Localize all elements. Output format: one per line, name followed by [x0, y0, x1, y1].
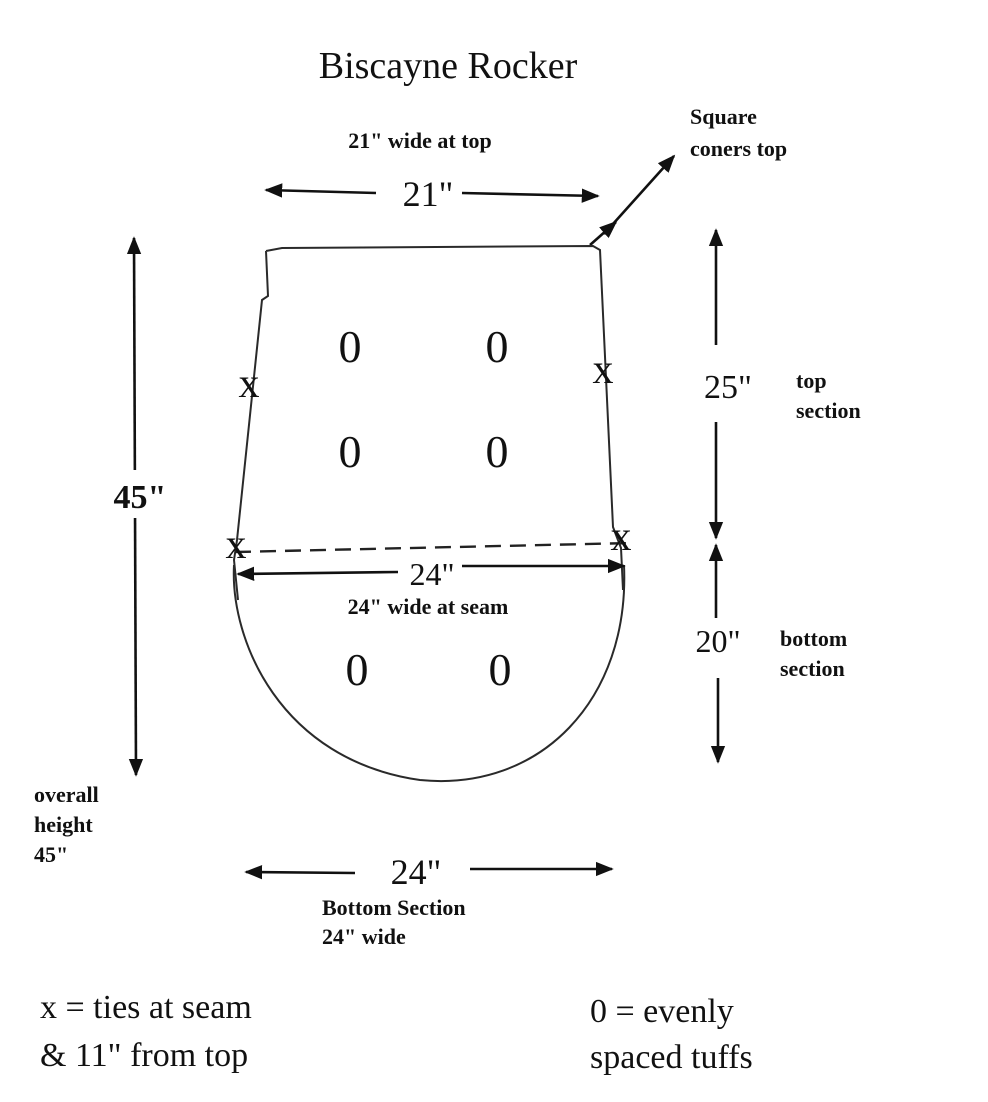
- legend-tufts-line1: 0 = evenly: [590, 993, 734, 1030]
- top-width-value: 21": [403, 174, 454, 214]
- top-section-value: 25": [704, 369, 752, 406]
- legend-tufts-line2: spaced tuffs: [590, 1039, 753, 1076]
- diagram-title: Biscayne Rocker: [319, 45, 578, 87]
- top-width-arrow-right: [461, 188, 600, 203]
- legend-ties-line2: & 11" from top: [40, 1037, 248, 1074]
- top-section-label-line2: section: [796, 398, 861, 423]
- legend-ties-line1: x = ties at seam: [40, 989, 252, 1026]
- top-section-label-line1: top: [796, 368, 827, 393]
- tuft-mark: 0: [346, 644, 369, 695]
- seam-width-caption: 24" wide at seam: [348, 594, 509, 619]
- bottom-width-caption-line2: 24" wide: [322, 924, 406, 949]
- tie-mark-right-seam: x: [611, 514, 632, 560]
- cushion-top-section-outline: [232, 244, 624, 601]
- seam-line: [234, 541, 633, 554]
- top-width-arrow-left: [264, 183, 377, 198]
- cushion-bottom-section-outline: [232, 564, 626, 783]
- seam-width-arrow-left: [236, 566, 399, 581]
- bottom-section-label-line2: section: [780, 656, 845, 681]
- top-width-caption: 21" wide at top: [348, 128, 492, 153]
- tie-mark-left-seam: x: [226, 522, 247, 568]
- bottom-width-caption-line1: Bottom Section: [322, 895, 466, 920]
- tie-mark-left-upper: x: [239, 361, 260, 407]
- corner-note-line2: coners top: [690, 136, 787, 161]
- seam-width-value: 24": [409, 556, 454, 592]
- overall-height-note-line3: 45": [34, 842, 68, 867]
- overall-height-value: 45": [114, 479, 167, 516]
- tuft-mark: 0: [489, 644, 512, 695]
- tuft-mark: 0: [486, 426, 509, 477]
- bottom-width-arrow-left: [244, 864, 356, 880]
- tuft-mark: 0: [339, 426, 362, 477]
- tuft-mark: 0: [486, 321, 509, 372]
- corner-note-line1: Square: [690, 104, 757, 129]
- tie-mark-right-upper: x: [593, 347, 614, 393]
- overall-height-value-bg: [100, 470, 180, 518]
- tuft-mark: 0: [339, 321, 362, 372]
- overall-height-note-line2: height: [34, 812, 93, 837]
- overall-height-note-line1: overall: [34, 782, 99, 807]
- bottom-width-value: 24": [391, 852, 442, 892]
- bottom-section-label-line1: bottom: [780, 626, 847, 651]
- corner-note-arrow-upper: [603, 154, 676, 235]
- bottom-section-value: 20": [695, 623, 740, 659]
